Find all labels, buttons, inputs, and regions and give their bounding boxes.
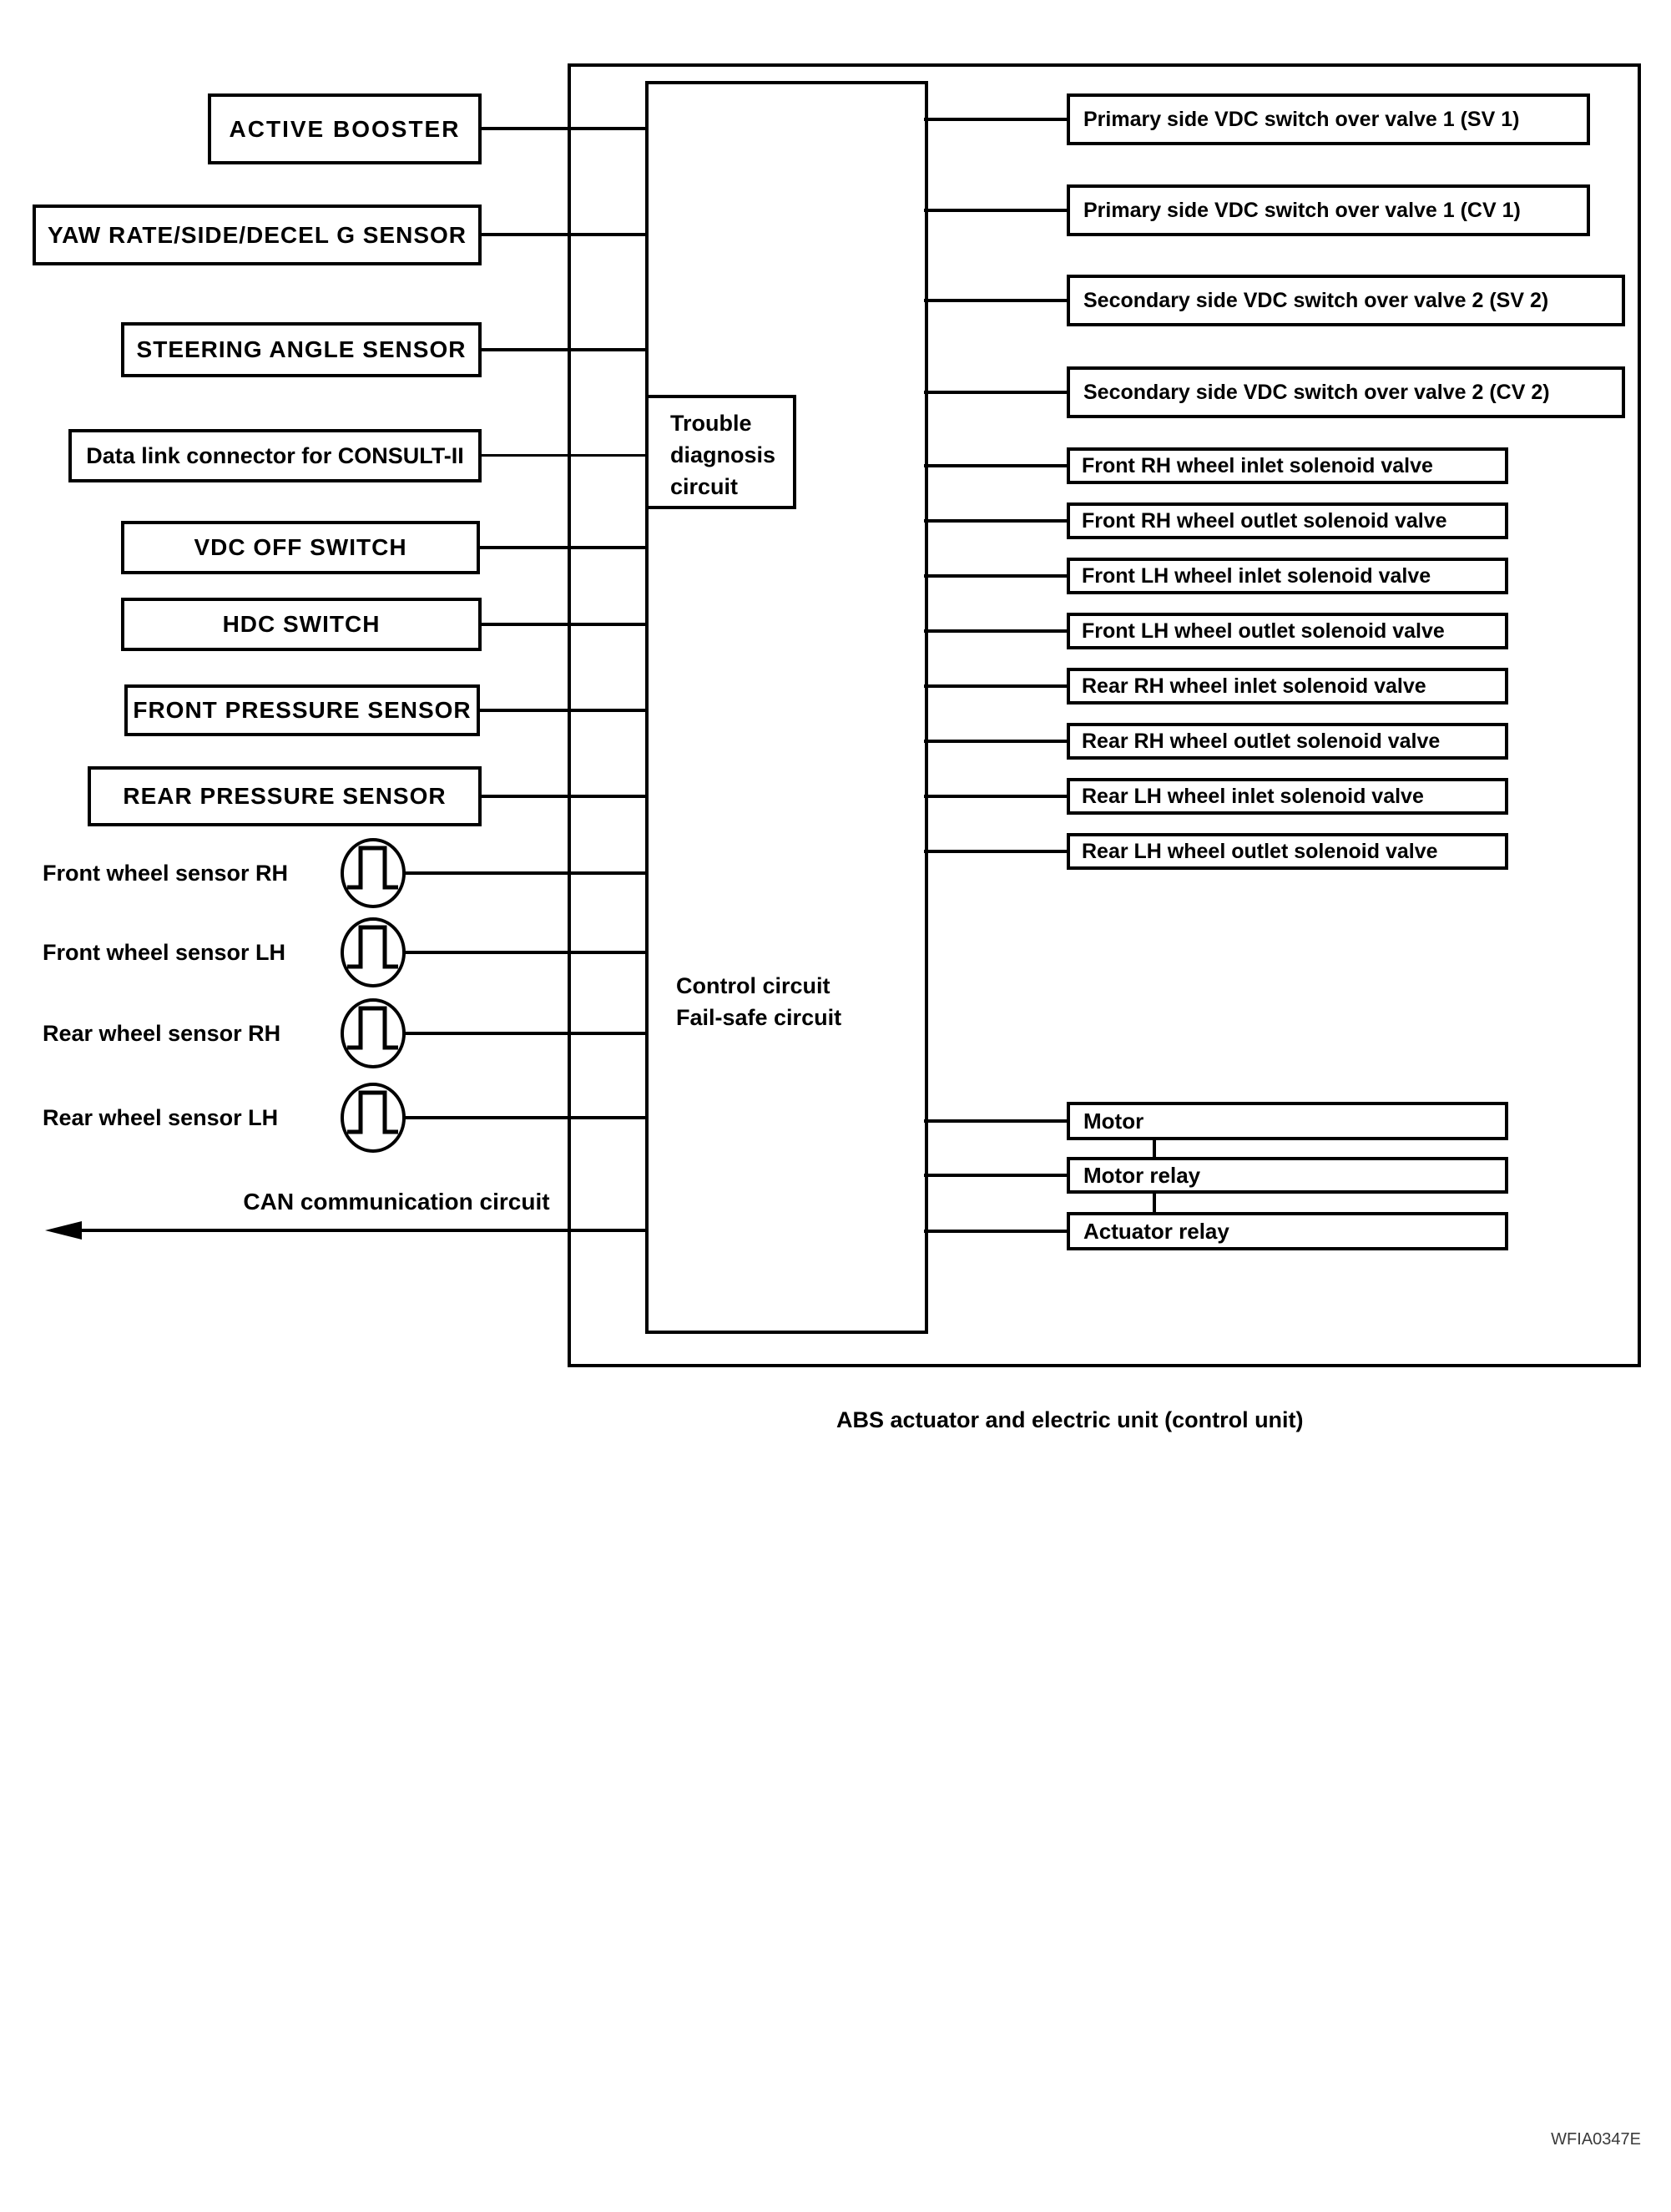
wheel-speed-pulse-icon (341, 917, 406, 987)
input-box-label: YAW RATE/SIDE/DECEL G SENSOR (47, 221, 467, 248)
connector-line (478, 348, 649, 351)
connector-line (924, 209, 1068, 212)
connector-line (402, 951, 649, 954)
output-box-label: Front LH wheel outlet solenoid valve (1082, 619, 1445, 643)
output-box-front-lh-inlet-solenoid: Front LH wheel inlet solenoid valve (1067, 558, 1508, 594)
can-communication-line (80, 1229, 649, 1232)
output-box-motor: Motor (1067, 1102, 1508, 1140)
connector-line (924, 740, 1068, 743)
output-box-label: Front LH wheel inlet solenoid valve (1082, 563, 1431, 588)
connector-line (478, 546, 649, 549)
control-circuit-line-2: Fail-safe circuit (676, 1005, 842, 1030)
connector-line (1153, 1190, 1156, 1215)
output-box-vdc-valve-cv2: Secondary side VDC switch over valve 2 (… (1067, 366, 1625, 418)
connector-line (924, 850, 1068, 853)
can-communication-label: CAN communication circuit (243, 1189, 550, 1215)
output-box-label: Secondary side VDC switch over valve 2 (… (1083, 380, 1550, 404)
connector-line (402, 871, 649, 875)
input-box-data-link-connector-consult-ii: Data link connector for CONSULT-II (68, 429, 482, 482)
output-box-label: Secondary side VDC switch over valve 2 (… (1083, 288, 1549, 312)
connector-line (924, 1174, 1068, 1177)
wheel-speed-pulse-icon (341, 1083, 406, 1153)
output-box-vdc-valve-sv1: Primary side VDC switch over valve 1 (SV… (1067, 93, 1590, 145)
output-box-label: Actuator relay (1083, 1218, 1229, 1244)
input-box-label: FRONT PRESSURE SENSOR (133, 697, 472, 723)
connector-line (924, 684, 1068, 688)
input-box-active-booster: ACTIVE BOOSTER (208, 93, 482, 164)
output-box-vdc-valve-sv2: Secondary side VDC switch over valve 2 (… (1067, 275, 1625, 326)
input-box-vdc-off-switch: VDC OFF SWITCH (121, 521, 480, 574)
input-box-label: REAR PRESSURE SENSOR (123, 783, 447, 809)
output-box-label: Primary side VDC switch over valve 1 (SV… (1083, 107, 1520, 131)
connector-line (924, 795, 1068, 798)
control-unit-box (645, 81, 928, 1334)
connector-line (924, 464, 1068, 467)
input-box-label: HDC SWITCH (222, 611, 381, 637)
output-box-front-rh-outlet-solenoid: Front RH wheel outlet solenoid valve (1067, 502, 1508, 539)
connector-line (478, 233, 649, 236)
output-box-rear-lh-outlet-solenoid: Rear LH wheel outlet solenoid valve (1067, 833, 1508, 870)
output-box-label: Primary side VDC switch over valve 1 (CV… (1083, 198, 1521, 222)
input-box-hdc-switch: HDC SWITCH (121, 598, 482, 651)
output-box-label: Rear LH wheel outlet solenoid valve (1082, 839, 1438, 863)
connector-line (924, 574, 1068, 578)
output-box-actuator-relay: Actuator relay (1067, 1212, 1508, 1250)
output-box-label: Rear LH wheel inlet solenoid valve (1082, 784, 1424, 808)
control-circuit-label: Control circuit Fail-safe circuit (676, 970, 841, 1033)
connector-line (402, 1032, 649, 1035)
input-box-label: Data link connector for CONSULT-II (86, 442, 464, 468)
input-box-steering-angle-sensor: STEERING ANGLE SENSOR (121, 322, 482, 377)
connector-line (924, 1230, 1068, 1233)
output-box-label: Rear RH wheel inlet solenoid valve (1082, 674, 1426, 698)
output-box-rear-rh-outlet-solenoid: Rear RH wheel outlet solenoid valve (1067, 723, 1508, 760)
wheel-sensor-label-front-rh: Front wheel sensor RH (43, 861, 289, 886)
wheel-sensor-label-rear-rh: Rear wheel sensor RH (43, 1021, 281, 1046)
input-box-label: VDC OFF SWITCH (194, 534, 407, 560)
connector-line (924, 118, 1068, 121)
figure-code: WFIA0347E (1551, 2130, 1641, 2149)
output-box-label: Rear RH wheel outlet solenoid valve (1082, 729, 1441, 753)
input-box-front-pressure-sensor: FRONT PRESSURE SENSOR (124, 684, 480, 736)
output-box-label: Front RH wheel inlet solenoid valve (1082, 453, 1433, 477)
output-box-motor-relay: Motor relay (1067, 1157, 1508, 1194)
connector-line (924, 629, 1068, 633)
connector-line (924, 299, 1068, 302)
connector-line (924, 519, 1068, 523)
control-circuit-line-1: Control circuit (676, 973, 830, 998)
trouble-line-1: Trouble (670, 411, 752, 436)
connector-line (478, 454, 649, 457)
input-box-label: STEERING ANGLE SENSOR (136, 336, 467, 362)
trouble-line-3: circuit (670, 474, 739, 499)
abs-actuator-unit-boundary (568, 63, 1641, 1367)
output-box-rear-lh-inlet-solenoid: Rear LH wheel inlet solenoid valve (1067, 778, 1508, 815)
connector-line (478, 127, 649, 130)
connector-line (924, 391, 1068, 394)
output-box-label: Motor relay (1083, 1162, 1201, 1188)
connector-line (924, 1119, 1068, 1123)
trouble-diagnosis-circuit-box: Trouble diagnosis circuit (645, 395, 796, 509)
trouble-line-2: diagnosis (670, 442, 776, 467)
connector-line (1153, 1137, 1156, 1160)
wheel-sensor-label-front-lh: Front wheel sensor LH (43, 940, 286, 965)
wheel-speed-pulse-icon (341, 838, 406, 908)
left-arrowhead-icon (45, 1221, 82, 1240)
output-box-front-lh-outlet-solenoid: Front LH wheel outlet solenoid valve (1067, 613, 1508, 649)
connector-line (478, 709, 649, 712)
connector-line (402, 1116, 649, 1119)
wheel-speed-pulse-icon (341, 998, 406, 1068)
output-box-front-rh-inlet-solenoid: Front RH wheel inlet solenoid valve (1067, 447, 1508, 484)
diagram-caption: ABS actuator and electric unit (control … (836, 1407, 1304, 1432)
input-box-yaw-rate-side-decel-g-sensor: YAW RATE/SIDE/DECEL G SENSOR (33, 205, 482, 265)
input-box-rear-pressure-sensor: REAR PRESSURE SENSOR (88, 766, 482, 826)
input-box-label: ACTIVE BOOSTER (229, 115, 461, 142)
output-box-rear-rh-inlet-solenoid: Rear RH wheel inlet solenoid valve (1067, 668, 1508, 705)
output-box-label: Motor (1083, 1108, 1144, 1134)
connector-line (478, 795, 649, 798)
output-box-label: Front RH wheel outlet solenoid valve (1082, 508, 1447, 533)
output-box-vdc-valve-cv1: Primary side VDC switch over valve 1 (CV… (1067, 184, 1590, 236)
wheel-sensor-label-rear-lh: Rear wheel sensor LH (43, 1105, 279, 1130)
connector-line (478, 623, 649, 626)
